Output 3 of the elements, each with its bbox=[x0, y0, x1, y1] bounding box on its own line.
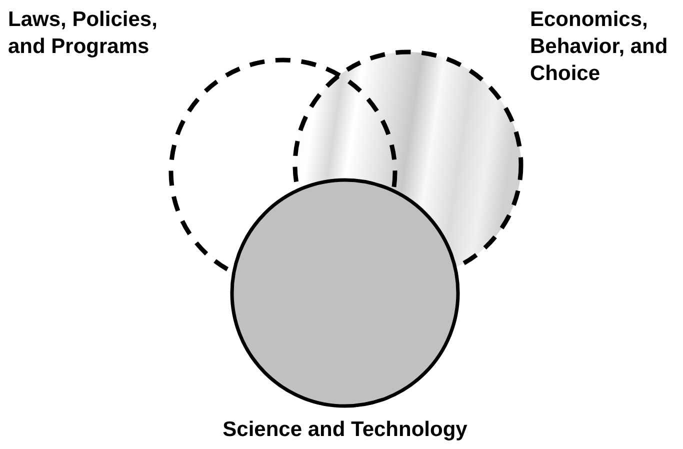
circle-label: Economics, Behavior, and Choice bbox=[530, 7, 669, 87]
circle-label: Science and Technology bbox=[222, 417, 468, 443]
circle-label: Laws, Policies, and Programs bbox=[8, 7, 158, 60]
